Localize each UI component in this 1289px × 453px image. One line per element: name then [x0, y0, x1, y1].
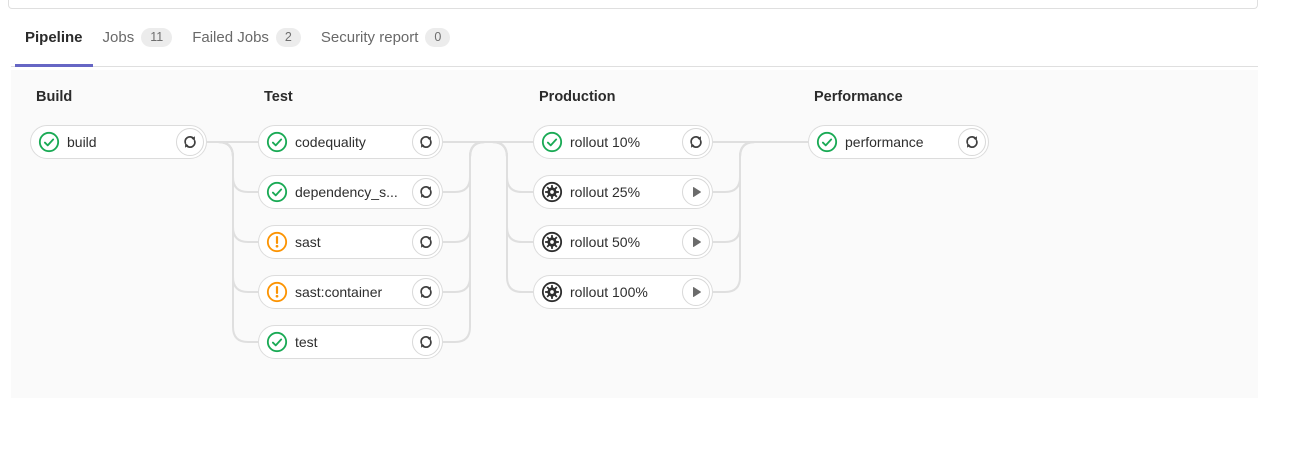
- status-warning-icon: [266, 281, 288, 303]
- play-job-button[interactable]: [682, 228, 710, 256]
- job-pill-codequality[interactable]: codequality: [258, 125, 443, 159]
- tab-security-report-label: Security report: [320, 28, 419, 46]
- status-success-icon: [38, 131, 60, 153]
- job-pill-rollout-100[interactable]: rollout 100%: [533, 275, 713, 309]
- status-manual-icon: [541, 281, 563, 303]
- retry-job-button[interactable]: [412, 228, 440, 256]
- job-name: dependency_s...: [295, 184, 398, 200]
- retry-job-button[interactable]: [176, 128, 204, 156]
- status-success-icon: [816, 131, 838, 153]
- stage-header: Build: [36, 89, 73, 105]
- job-name: sast: [295, 234, 321, 250]
- pipeline-graph: Build build Test codequality: [11, 70, 1258, 398]
- tab-failed-jobs-label: Failed Jobs: [192, 28, 269, 46]
- job-name: codequality: [295, 134, 366, 150]
- retry-job-button[interactable]: [958, 128, 986, 156]
- security-report-count-badge: 0: [425, 27, 451, 47]
- stage-header: Test: [264, 89, 293, 105]
- stage-performance: Performance performance: [808, 89, 989, 175]
- stage-test: Test codequality dependency_s...: [258, 89, 443, 375]
- job-name: performance: [845, 134, 924, 150]
- tab-jobs-label: Jobs: [102, 28, 135, 46]
- tab-failed-jobs[interactable]: Failed Jobs 2: [182, 8, 311, 66]
- job-pill-sast[interactable]: sast: [258, 225, 443, 259]
- job-pill-sast-container[interactable]: sast:container: [258, 275, 443, 309]
- job-name: test: [295, 334, 318, 350]
- tab-security-report[interactable]: Security report 0: [311, 8, 461, 66]
- job-name: build: [67, 134, 97, 150]
- status-manual-icon: [541, 231, 563, 253]
- stage-production: Production rollout 10% rollout 25%: [533, 89, 713, 325]
- status-success-icon: [266, 181, 288, 203]
- retry-job-button[interactable]: [412, 178, 440, 206]
- job-pill-dependency-scanning[interactable]: dependency_s...: [258, 175, 443, 209]
- job-pill-build[interactable]: build: [30, 125, 207, 159]
- retry-job-button[interactable]: [412, 278, 440, 306]
- job-pill-rollout-25[interactable]: rollout 25%: [533, 175, 713, 209]
- tab-pipeline-label: Pipeline: [25, 28, 83, 46]
- stage-header: Production: [539, 89, 616, 105]
- stage-header: Performance: [814, 89, 903, 105]
- play-job-button[interactable]: [682, 278, 710, 306]
- jobs-count-badge: 11: [141, 27, 173, 47]
- failed-jobs-count-badge: 2: [275, 27, 301, 47]
- status-manual-icon: [541, 181, 563, 203]
- job-pill-rollout-10[interactable]: rollout 10%: [533, 125, 713, 159]
- job-name: rollout 100%: [570, 284, 648, 300]
- retry-job-button[interactable]: [412, 328, 440, 356]
- job-pill-test[interactable]: test: [258, 325, 443, 359]
- status-success-icon: [541, 131, 563, 153]
- status-success-icon: [266, 331, 288, 353]
- job-name: rollout 10%: [570, 134, 641, 150]
- play-job-button[interactable]: [682, 178, 710, 206]
- pipeline-tabs: Pipeline Jobs 11 Failed Jobs 2 Security …: [11, 8, 1258, 67]
- stage-build: Build build: [30, 89, 207, 175]
- job-name: rollout 25%: [570, 184, 641, 200]
- tab-pipeline[interactable]: Pipeline: [15, 8, 93, 67]
- tab-jobs[interactable]: Jobs 11: [93, 8, 183, 66]
- job-pill-rollout-50[interactable]: rollout 50%: [533, 225, 713, 259]
- job-name: rollout 50%: [570, 234, 641, 250]
- job-name: sast:container: [295, 284, 383, 300]
- status-success-icon: [266, 131, 288, 153]
- pipeline-summary-card-edge: [8, 0, 1258, 9]
- status-warning-icon: [266, 231, 288, 253]
- job-pill-performance[interactable]: performance: [808, 125, 989, 159]
- retry-job-button[interactable]: [682, 128, 710, 156]
- retry-job-button[interactable]: [412, 128, 440, 156]
- pipeline-connector-lines: [207, 141, 808, 343]
